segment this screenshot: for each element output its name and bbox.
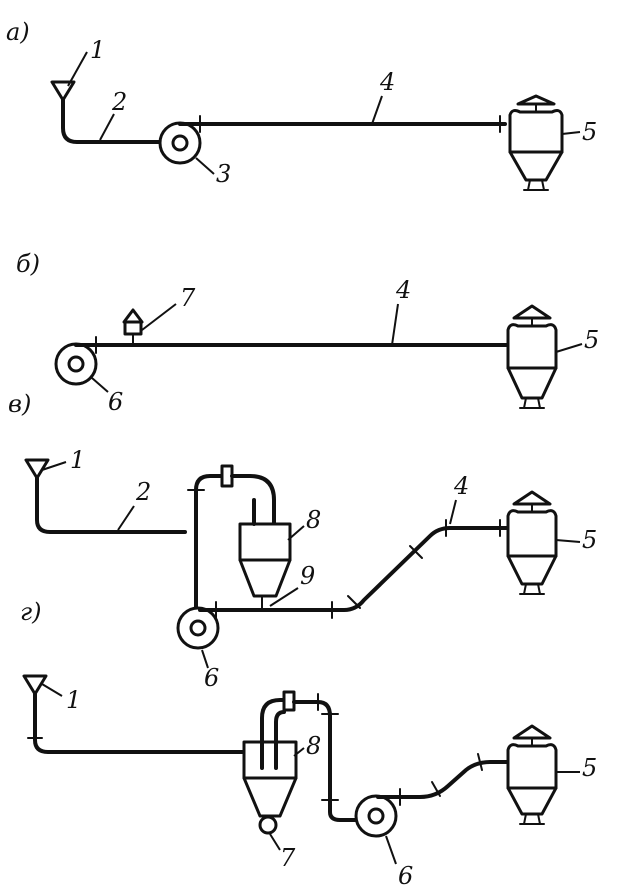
label-1: 1 [66,686,81,714]
label-5: 5 [582,754,597,782]
scheme-a: а) 1 2 3 4 5 [6,18,597,191]
scheme-g: г) [20,598,597,890]
label-4: 4 [379,68,395,96]
scheme-v: в) [8,390,597,692]
cyclone-separator [238,498,292,609]
cyclone [506,490,558,595]
suction-pipe [61,98,162,144]
cyclone-separator [242,698,298,835]
scheme-v-label: в) [8,390,31,418]
label-8: 8 [306,506,321,534]
label-3: 3 [216,160,231,188]
intake-funnel [50,80,76,102]
label-5: 5 [582,118,597,146]
riser-pipe [194,474,224,614]
label-1: 1 [70,446,85,474]
label-1: 1 [90,36,105,64]
label-6: 6 [108,388,123,416]
cyclone-inlet [230,474,276,534]
label-9: 9 [300,562,315,590]
intake-funnel [22,674,48,696]
label-8: 8 [306,732,321,760]
label-5: 5 [584,326,599,354]
scheme-b: б) 7 4 5 6 [16,250,599,416]
suction-pipe [35,476,187,534]
suction-pipe [33,692,246,754]
cyclone [506,724,558,825]
scheme-b-label: б) [16,250,40,278]
label-6: 6 [204,664,219,692]
scheme-g-label: г) [20,598,42,626]
cyclone [508,94,564,191]
label-4: 4 [453,472,469,500]
label-6: 6 [398,862,413,890]
fan-hub [367,807,385,825]
fan-hub [67,355,85,373]
transport-pipe [198,526,512,612]
fan-hub [189,619,207,637]
label-7: 7 [280,844,296,872]
label-5: 5 [582,526,597,554]
label-2: 2 [135,478,151,506]
fan-hub [171,134,189,152]
transport-pipe [376,760,512,799]
suction-line [292,700,362,822]
cyclone [506,304,558,409]
label-4: 4 [395,276,411,304]
rotary-feeder [258,815,278,835]
feeder [122,308,144,346]
scheme-a-label: а) [6,18,30,46]
label-7: 7 [180,284,196,312]
label-2: 2 [111,88,127,116]
